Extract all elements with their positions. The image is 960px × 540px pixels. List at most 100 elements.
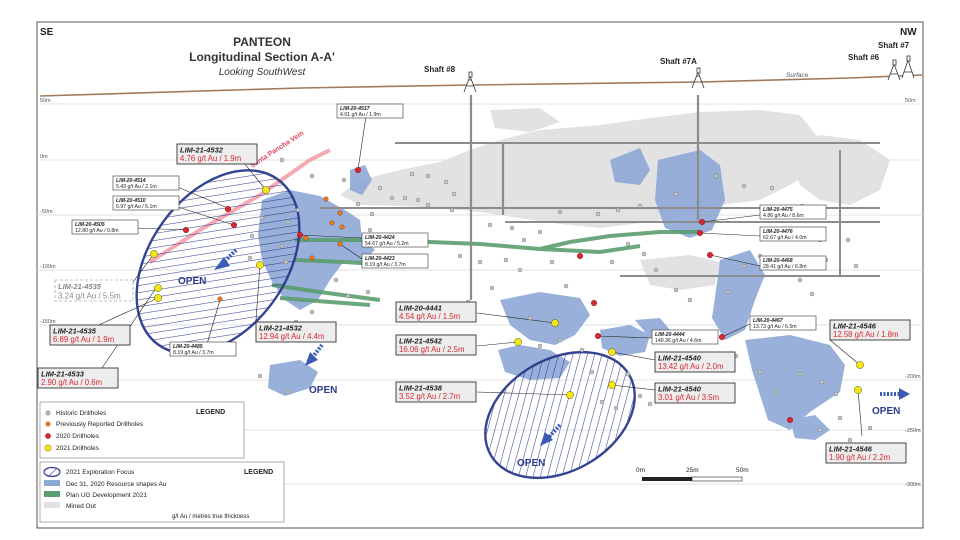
callout-grade: 3.24 g/t Au / 5.5m — [58, 292, 121, 301]
shaft-6-headframe — [887, 59, 901, 81]
historic-drillhole — [285, 219, 291, 225]
shaft-verticals — [469, 95, 700, 300]
historic-drillhole — [673, 191, 679, 197]
direction-nw: NW — [900, 27, 917, 38]
elev-label-left: -100m — [40, 264, 56, 270]
historic-drillhole — [809, 291, 815, 297]
historic-drillholes — [247, 157, 873, 443]
open-arrow-upper: OPEN — [178, 248, 238, 287]
header: SE NW PANTEON Longitudinal Section A-A' … — [40, 27, 917, 78]
callout-grade: 4.54 g/t Au / 1.5m — [399, 312, 460, 321]
callout-hole: LIM-21-4533 — [41, 370, 85, 379]
callout-grade: 3.52 g/t Au / 2.7m — [399, 392, 460, 401]
historic-drillhole — [425, 202, 431, 208]
callout-grade: 4.76 g/t Au / 1.9m — [180, 154, 241, 163]
callout-hole: LIM-20-4424 — [365, 235, 395, 241]
shaft-8-headframe — [463, 71, 477, 93]
open-arrow-right: OPEN — [872, 388, 910, 417]
direction-se: SE — [40, 27, 54, 38]
callout-hole: LIM-20-4505 — [75, 222, 105, 228]
shaft-7-headframe — [901, 55, 915, 79]
historic-drillhole — [845, 237, 851, 243]
historic-drillhole — [641, 251, 647, 257]
historic-drillhole — [615, 207, 621, 213]
shaft-label: Shaft #6 — [848, 53, 880, 62]
open-label: OPEN — [872, 406, 900, 417]
title-looking: Looking SouthWest — [219, 67, 307, 78]
callout-hole: LIM-20-4517 — [340, 106, 371, 112]
historic-drillhole — [797, 371, 803, 377]
callout-hole: LIM-20-4475 — [763, 207, 793, 213]
historic-drillhole — [557, 337, 563, 343]
legend-swatch-resource — [44, 480, 60, 486]
shaft-labels: Shaft #8 Shaft #7A Shaft #6 Shaft #7 — [424, 41, 910, 74]
legend-item: 2020 Drillholes — [56, 433, 100, 440]
legend-swatch-2020 — [45, 433, 51, 439]
legend-item: 2021 Drillholes — [56, 445, 100, 452]
drillholes-2021 — [150, 186, 864, 399]
historic-drillhole — [637, 203, 643, 209]
historic-drillhole — [279, 243, 285, 249]
historic-drillhole — [817, 427, 823, 433]
historic-drillhole — [625, 241, 631, 247]
legend-item: Plan UG Development 2021 — [66, 492, 147, 499]
surface-line — [39, 74, 923, 97]
historic-drillhole — [625, 371, 631, 377]
elev-label-right: -250m — [905, 428, 921, 434]
callout-hole: LIM-20-4441 — [399, 304, 442, 313]
open-label: OPEN — [178, 276, 206, 287]
callout-grade: 1.90 g/t Au / 2.2m — [829, 453, 890, 462]
historic-drillhole — [247, 255, 253, 261]
scale-label: 25m — [686, 467, 699, 474]
shaft-7a-headframe — [691, 67, 705, 89]
historic-drillhole — [637, 393, 643, 399]
scale-bar: 0m 25m 50m — [636, 467, 749, 482]
historic-drillhole — [673, 287, 679, 293]
elev-label-left: -150m — [40, 319, 56, 325]
open-arrow-lower-left: OPEN — [305, 343, 337, 396]
historic-drillhole — [599, 399, 605, 405]
historic-drillhole — [521, 237, 527, 243]
elevation-labels: 50m 0m -50m -100m -150m -200m 50m -200m … — [40, 98, 921, 488]
historic-drillhole — [557, 209, 563, 215]
historic-drillhole — [653, 267, 659, 273]
historic-drillhole — [415, 197, 421, 203]
historic-drillhole — [279, 157, 285, 163]
historic-drillhole — [613, 405, 619, 411]
callout-hole: LIM-20-4468 — [763, 258, 793, 264]
shaft-headframes — [463, 55, 915, 93]
callout-grade: 12.80 g/t Au / 0.8m — [75, 228, 119, 234]
callout-hole: LIM-21-4540 — [658, 385, 702, 394]
historic-drillhole — [402, 195, 408, 201]
historic-drillhole — [687, 297, 693, 303]
open-arrow-bottom: OPEN — [517, 423, 562, 469]
callout-grade: 6.89 g/t Au / 1.9m — [53, 335, 114, 344]
legend-title: LEGEND — [244, 469, 273, 476]
elev-label-right: 50m — [905, 98, 916, 104]
historic-drillhole — [367, 227, 373, 233]
historic-drillhole — [283, 259, 289, 265]
callout-grade: 62.67 g/t Au / 4.0m — [763, 235, 807, 241]
historic-drillhole — [487, 222, 493, 228]
shaft-label: Shaft #7A — [660, 57, 697, 66]
historic-drillhole — [365, 289, 371, 295]
scale-label: 0m — [636, 467, 645, 474]
callout-hole: LIM-21-4540 — [658, 354, 702, 363]
callout-hole: LIM-21-4535 — [53, 327, 97, 336]
historic-drillhole — [449, 207, 455, 213]
legend-item: Dec 31, 2020 Resource shapes Au — [66, 481, 167, 488]
callout-hole: LIM-20-4423 — [365, 256, 395, 262]
elev-label-right: -300m — [905, 482, 921, 488]
callout-grade: 28.41 g/t Au / 6.8m — [763, 264, 807, 270]
historic-drillhole — [741, 263, 747, 269]
callout-hole: LIM-21-4532 — [259, 324, 303, 333]
